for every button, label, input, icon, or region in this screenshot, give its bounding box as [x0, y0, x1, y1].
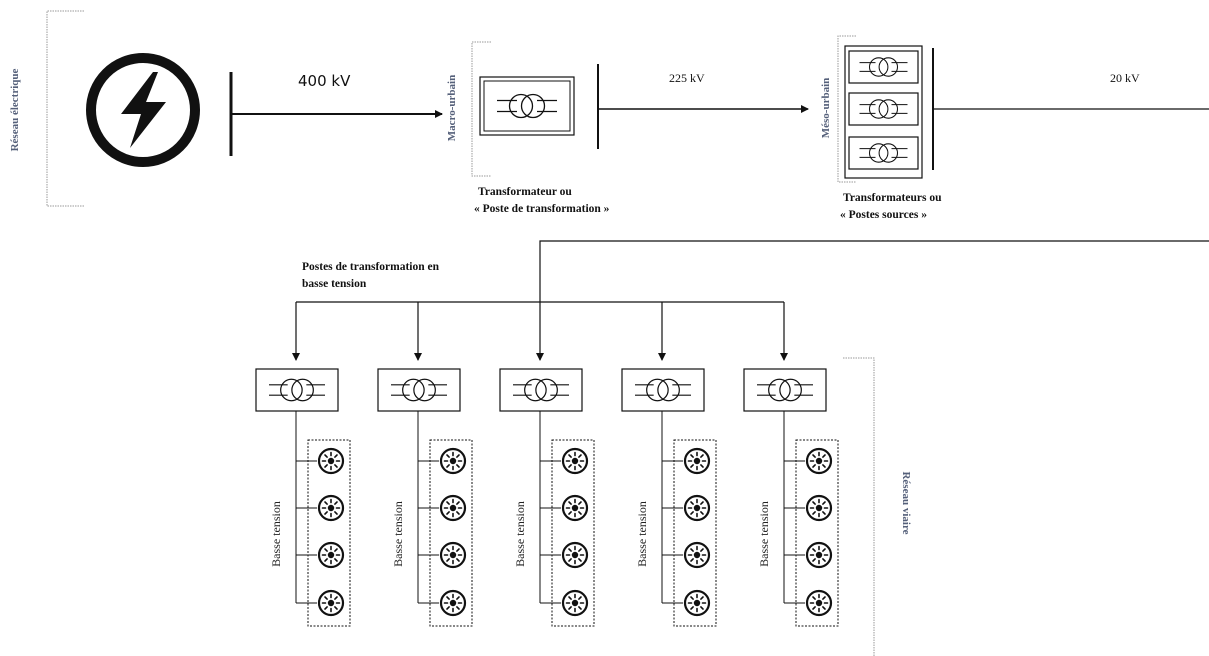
street-lamp-icon	[805, 447, 833, 475]
lightning-bolt-icon	[86, 53, 200, 167]
basse-tension-label: Basse tension	[513, 501, 527, 567]
transformateurs-label-line1: Transformateurs ou	[843, 192, 942, 204]
source-transformer-box	[848, 50, 919, 84]
low-voltage-branch: Basse tension	[621, 302, 717, 627]
meso-urbain-label: Méso-urbain	[820, 78, 832, 139]
street-lamp-icon	[317, 447, 345, 475]
postes-bt-label-line1: Postes de transformation en	[302, 261, 440, 273]
lv-transformer-box	[255, 368, 339, 412]
street-lamp-icon	[805, 494, 833, 522]
macro-urbain-bracket	[471, 41, 491, 177]
source-transformer-box	[848, 136, 919, 170]
lv-transformer-box	[377, 368, 461, 412]
postes-bt-label-line2: basse tension	[302, 278, 367, 290]
macro-urbain-label: Macro-urbain	[446, 75, 458, 141]
low-voltage-branch: Basse tension	[743, 302, 839, 627]
street-lamp-icon	[805, 541, 833, 569]
transformateur-label-line2: « Poste de transformation »	[474, 203, 610, 215]
low-voltage-branches: Basse tension Basse tension Basse tension B…	[255, 302, 839, 627]
lamp-group-frame	[429, 439, 473, 627]
street-lamp-icon	[439, 447, 467, 475]
lamp-group-frame	[673, 439, 717, 627]
transformateurs-label-line2: « Postes sources »	[840, 209, 927, 221]
meso-urbain-bracket	[837, 35, 856, 183]
reseau-viaire-label: Réseau viaire	[900, 471, 912, 534]
basse-tension-label: Basse tension	[635, 501, 649, 567]
lamp-group-frame	[307, 439, 351, 627]
low-voltage-branch: Basse tension	[499, 302, 595, 627]
street-lamp-icon	[683, 589, 711, 617]
street-lamp-icon	[439, 494, 467, 522]
basse-tension-label: Basse tension	[757, 501, 771, 567]
low-voltage-branch: Basse tension	[377, 302, 473, 627]
street-lamp-icon	[683, 541, 711, 569]
street-lamp-icon	[317, 589, 345, 617]
street-lamp-icon	[561, 447, 589, 475]
street-lamp-icon	[561, 541, 589, 569]
street-lamp-icon	[683, 494, 711, 522]
street-lamp-icon	[561, 494, 589, 522]
street-lamp-icon	[805, 589, 833, 617]
main-transformer-box	[479, 76, 575, 136]
reseau-electrique-label: Réseau électrique	[9, 68, 21, 151]
basse-tension-label: Basse tension	[391, 501, 405, 567]
lv-transformer-box	[743, 368, 827, 412]
lv-transformer-box	[621, 368, 705, 412]
lamp-group-frame	[795, 439, 839, 627]
street-lamp-icon	[317, 541, 345, 569]
source-transformer-stack	[844, 45, 923, 179]
source-transformer-box	[848, 92, 919, 126]
voltage-225kv-label: 225 kV	[669, 71, 705, 85]
feeder-line	[539, 240, 1209, 302]
basse-tension-label: Basse tension	[269, 501, 283, 567]
lv-transformer-box	[499, 368, 583, 412]
street-lamp-icon	[439, 541, 467, 569]
street-lamp-icon	[683, 447, 711, 475]
voltage-400kv-label: 400 kV	[298, 72, 351, 90]
reseau-electrique-bracket	[46, 10, 84, 207]
street-lamp-icon	[317, 494, 345, 522]
low-voltage-branch: Basse tension	[255, 302, 351, 627]
lamp-group-frame	[551, 439, 595, 627]
voltage-20kv-label: 20 kV	[1110, 71, 1140, 85]
transformateur-label-line1: Transformateur ou	[478, 186, 572, 198]
street-lamp-icon	[439, 589, 467, 617]
reseau-viaire-bracket	[843, 357, 875, 656]
street-lamp-icon	[561, 589, 589, 617]
